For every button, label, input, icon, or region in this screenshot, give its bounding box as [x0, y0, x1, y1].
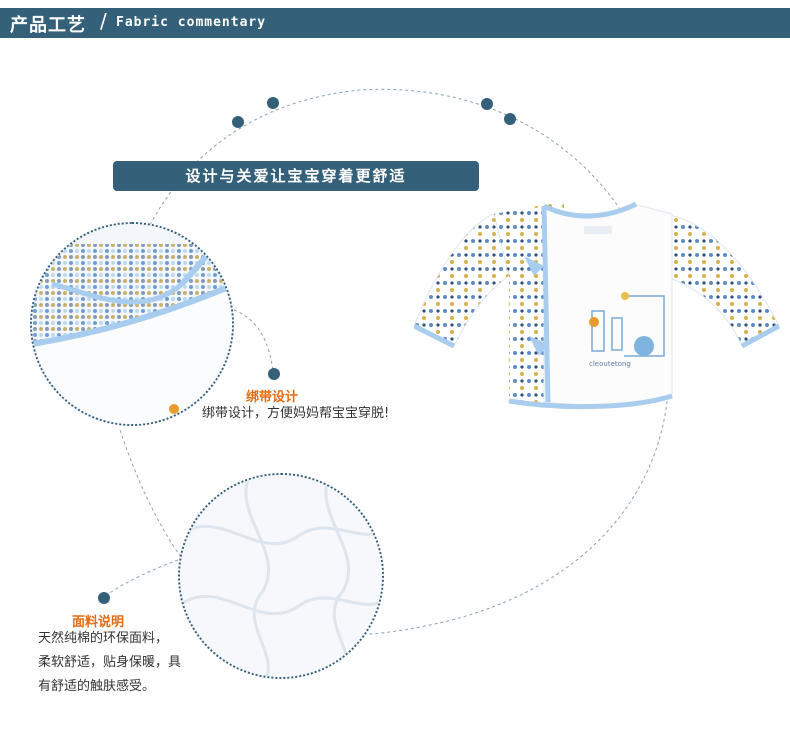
header-slash: /	[100, 9, 107, 33]
orbit-dot-3	[481, 98, 493, 110]
tie-feature-description: 绑带设计，方便妈妈帮宝宝穿脱!	[202, 406, 390, 421]
product-garment: cleoutetong	[412, 196, 782, 418]
quilted-fabric-illustration	[180, 475, 382, 677]
slogan-banner: 设计与关爱让宝宝穿着更舒适	[113, 161, 479, 191]
orbit-dot-4	[504, 113, 516, 125]
section-header: 产品工艺 / Fabric commentary	[0, 8, 790, 38]
header-title-cn: 产品工艺	[10, 15, 86, 36]
garment-illustration: cleoutetong	[412, 201, 781, 410]
fabric-desc-line-1: 天然纯棉的环保面料，	[38, 631, 169, 646]
header-title-en: Fabric commentary	[116, 15, 267, 30]
tie-detail-photo	[30, 222, 234, 426]
brand-print-label: cleoutetong	[589, 360, 631, 368]
fabric-feature-title: 面料说明	[72, 615, 125, 630]
orbit-dot-2	[267, 97, 279, 109]
fabric-connector	[103, 559, 179, 598]
fabric-texture-photo	[178, 473, 384, 679]
tie-bullet-dot	[268, 368, 280, 380]
tie-connector	[233, 309, 274, 373]
tie-detail-illustration	[32, 224, 232, 424]
tie-feature-title: 绑带设计	[246, 390, 299, 405]
fabric-bullet-dot	[98, 592, 110, 604]
fabric-desc-line-3: 有舒适的触肤感受。	[38, 679, 156, 694]
orbit-dot-1	[232, 116, 244, 128]
fabric-desc-line-2: 柔软舒适，贴身保暖，具	[38, 655, 182, 670]
